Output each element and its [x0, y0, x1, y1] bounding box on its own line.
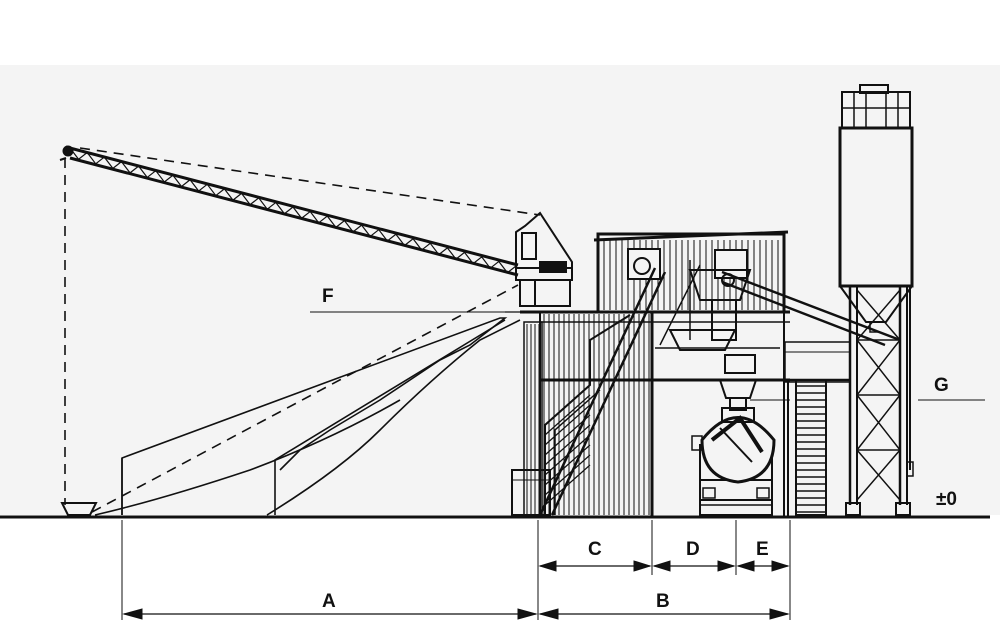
label-G: G — [934, 375, 949, 396]
drawing-panel — [0, 65, 1000, 515]
cement-silo — [721, 84, 914, 516]
dimension-lines — [121, 520, 791, 620]
boom-crane — [59, 145, 541, 516]
operator-cab — [515, 211, 573, 307]
label-zero-level: ±0 — [936, 489, 957, 510]
mixing-tower — [511, 230, 851, 518]
label-C: C — [588, 539, 602, 560]
label-D: D — [686, 539, 700, 560]
label-A: A — [322, 591, 336, 612]
label-B: B — [656, 591, 670, 612]
truck-mixer — [691, 407, 776, 516]
label-F: F — [322, 286, 334, 307]
label-E: E — [756, 539, 769, 560]
